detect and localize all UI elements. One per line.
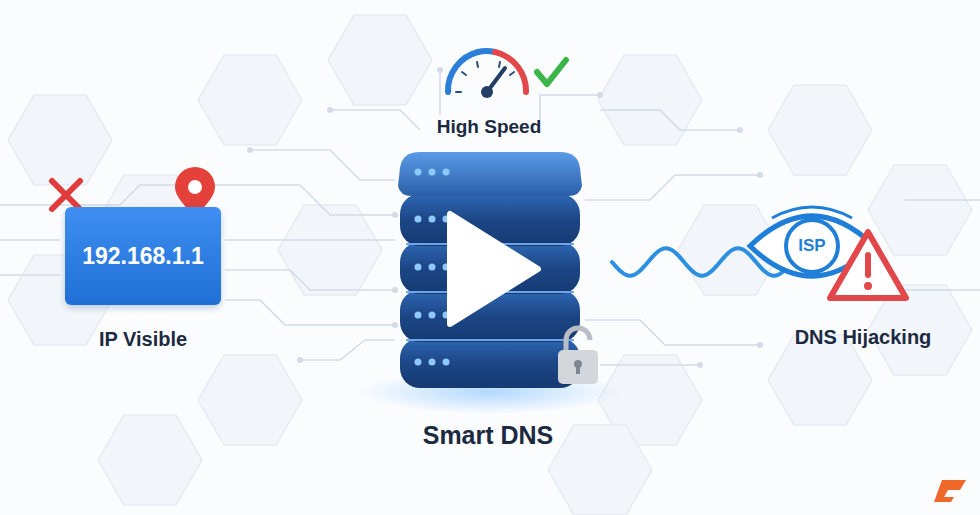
circuit-lines-part [439,70,441,115]
server-light [415,169,422,176]
brand-logo [934,480,966,502]
circuit-lines-part [330,110,420,130]
hexagon [328,15,432,105]
brand-logo-part [934,480,966,502]
circuit-lines-part-part [392,322,398,328]
iris-ring [786,220,838,272]
circuit-lines-part [300,340,395,360]
hexagon [98,415,202,505]
circuit-lines-part [905,199,980,201]
circuit-lines-part-part [297,357,303,363]
speedometer-icon [448,51,566,98]
server-stack-icon [360,152,620,414]
hexagon [8,95,112,185]
server-stack-icon-part [398,152,582,196]
circuit-lines-part-part [697,362,703,368]
server-stack-icon-part-part [406,339,574,341]
server-light [429,264,436,271]
hexagon [548,425,652,515]
circuit-lines-part [225,270,395,290]
circuit-lines-part-part [757,342,763,348]
server-light [429,312,436,319]
server-stack-icon-part [400,338,580,388]
lock-icon-part [566,328,590,352]
circuit-lines [0,67,980,368]
circuit-lines-part-part [392,287,398,293]
node-text: ISP [798,236,825,256]
ip-warning-icons-part [188,180,202,194]
lock-icon-part [576,364,580,374]
warning-triangle-icon-part [830,232,906,298]
speedometer-icon-part [481,86,493,98]
warning-triangle-icon-part [864,282,872,290]
caption-label: DNS Hijacking [795,326,932,349]
circuit-lines-part [905,289,980,291]
ip-address-box: 192.168.1.1 [65,207,221,305]
server-light [415,359,422,366]
circuit-lines-part [247,67,763,368]
hexagon-pattern [8,15,972,515]
caption-label: Smart DNS [423,421,554,450]
hexagon [598,55,702,145]
server-light [429,169,436,176]
hexagon [768,335,872,425]
circuit-lines-part [225,239,395,241]
ip-warning-icons-part [52,181,80,209]
server-light [415,216,422,223]
circuit-lines-part-part [757,172,763,178]
server-stack-icon-part [450,214,538,324]
circuit-lines-part [225,300,395,325]
circuit-lines-part [540,95,600,120]
server-light [429,216,436,223]
server-light [443,359,450,366]
circuit-lines-part-part [437,67,443,73]
circuit-lines-part [0,274,60,276]
hexagon [278,205,382,295]
circuit-lines-part [585,320,760,345]
circuit-lines-part-part [392,212,398,218]
server-light [415,264,422,271]
circuit-lines-part [600,110,740,130]
node-text: 192.168.1.1 [82,243,204,270]
server-light [443,169,450,176]
hexagon [198,355,302,445]
hexagon [768,85,872,175]
isp-iris-circle: ISP [784,218,840,274]
circuit-lines-part [250,150,395,180]
warning-triangle-icon-part [865,252,871,278]
eye-icon-part [772,207,852,218]
server-stack-icon-part [415,169,450,366]
server-light [429,359,436,366]
hexagon [198,55,302,145]
lock-icon-part [558,350,598,384]
circuit-lines-part [600,364,700,366]
caption-label: IP Visible [99,328,187,351]
circuit-lines-part [585,175,760,200]
warning-triangle-icon [830,232,906,298]
lock-icon [558,328,598,384]
circuit-lines-part-part [597,92,603,98]
circuit-lines-part-part [737,127,743,133]
circuit-lines-part-part [247,147,253,153]
speedometer-icon-part [537,60,566,84]
hexagon [868,165,972,255]
circuit-lines-part-part [327,107,333,113]
server-light [415,312,422,319]
caption-label: High Speed [437,116,542,138]
circuit-lines-part [0,239,60,241]
